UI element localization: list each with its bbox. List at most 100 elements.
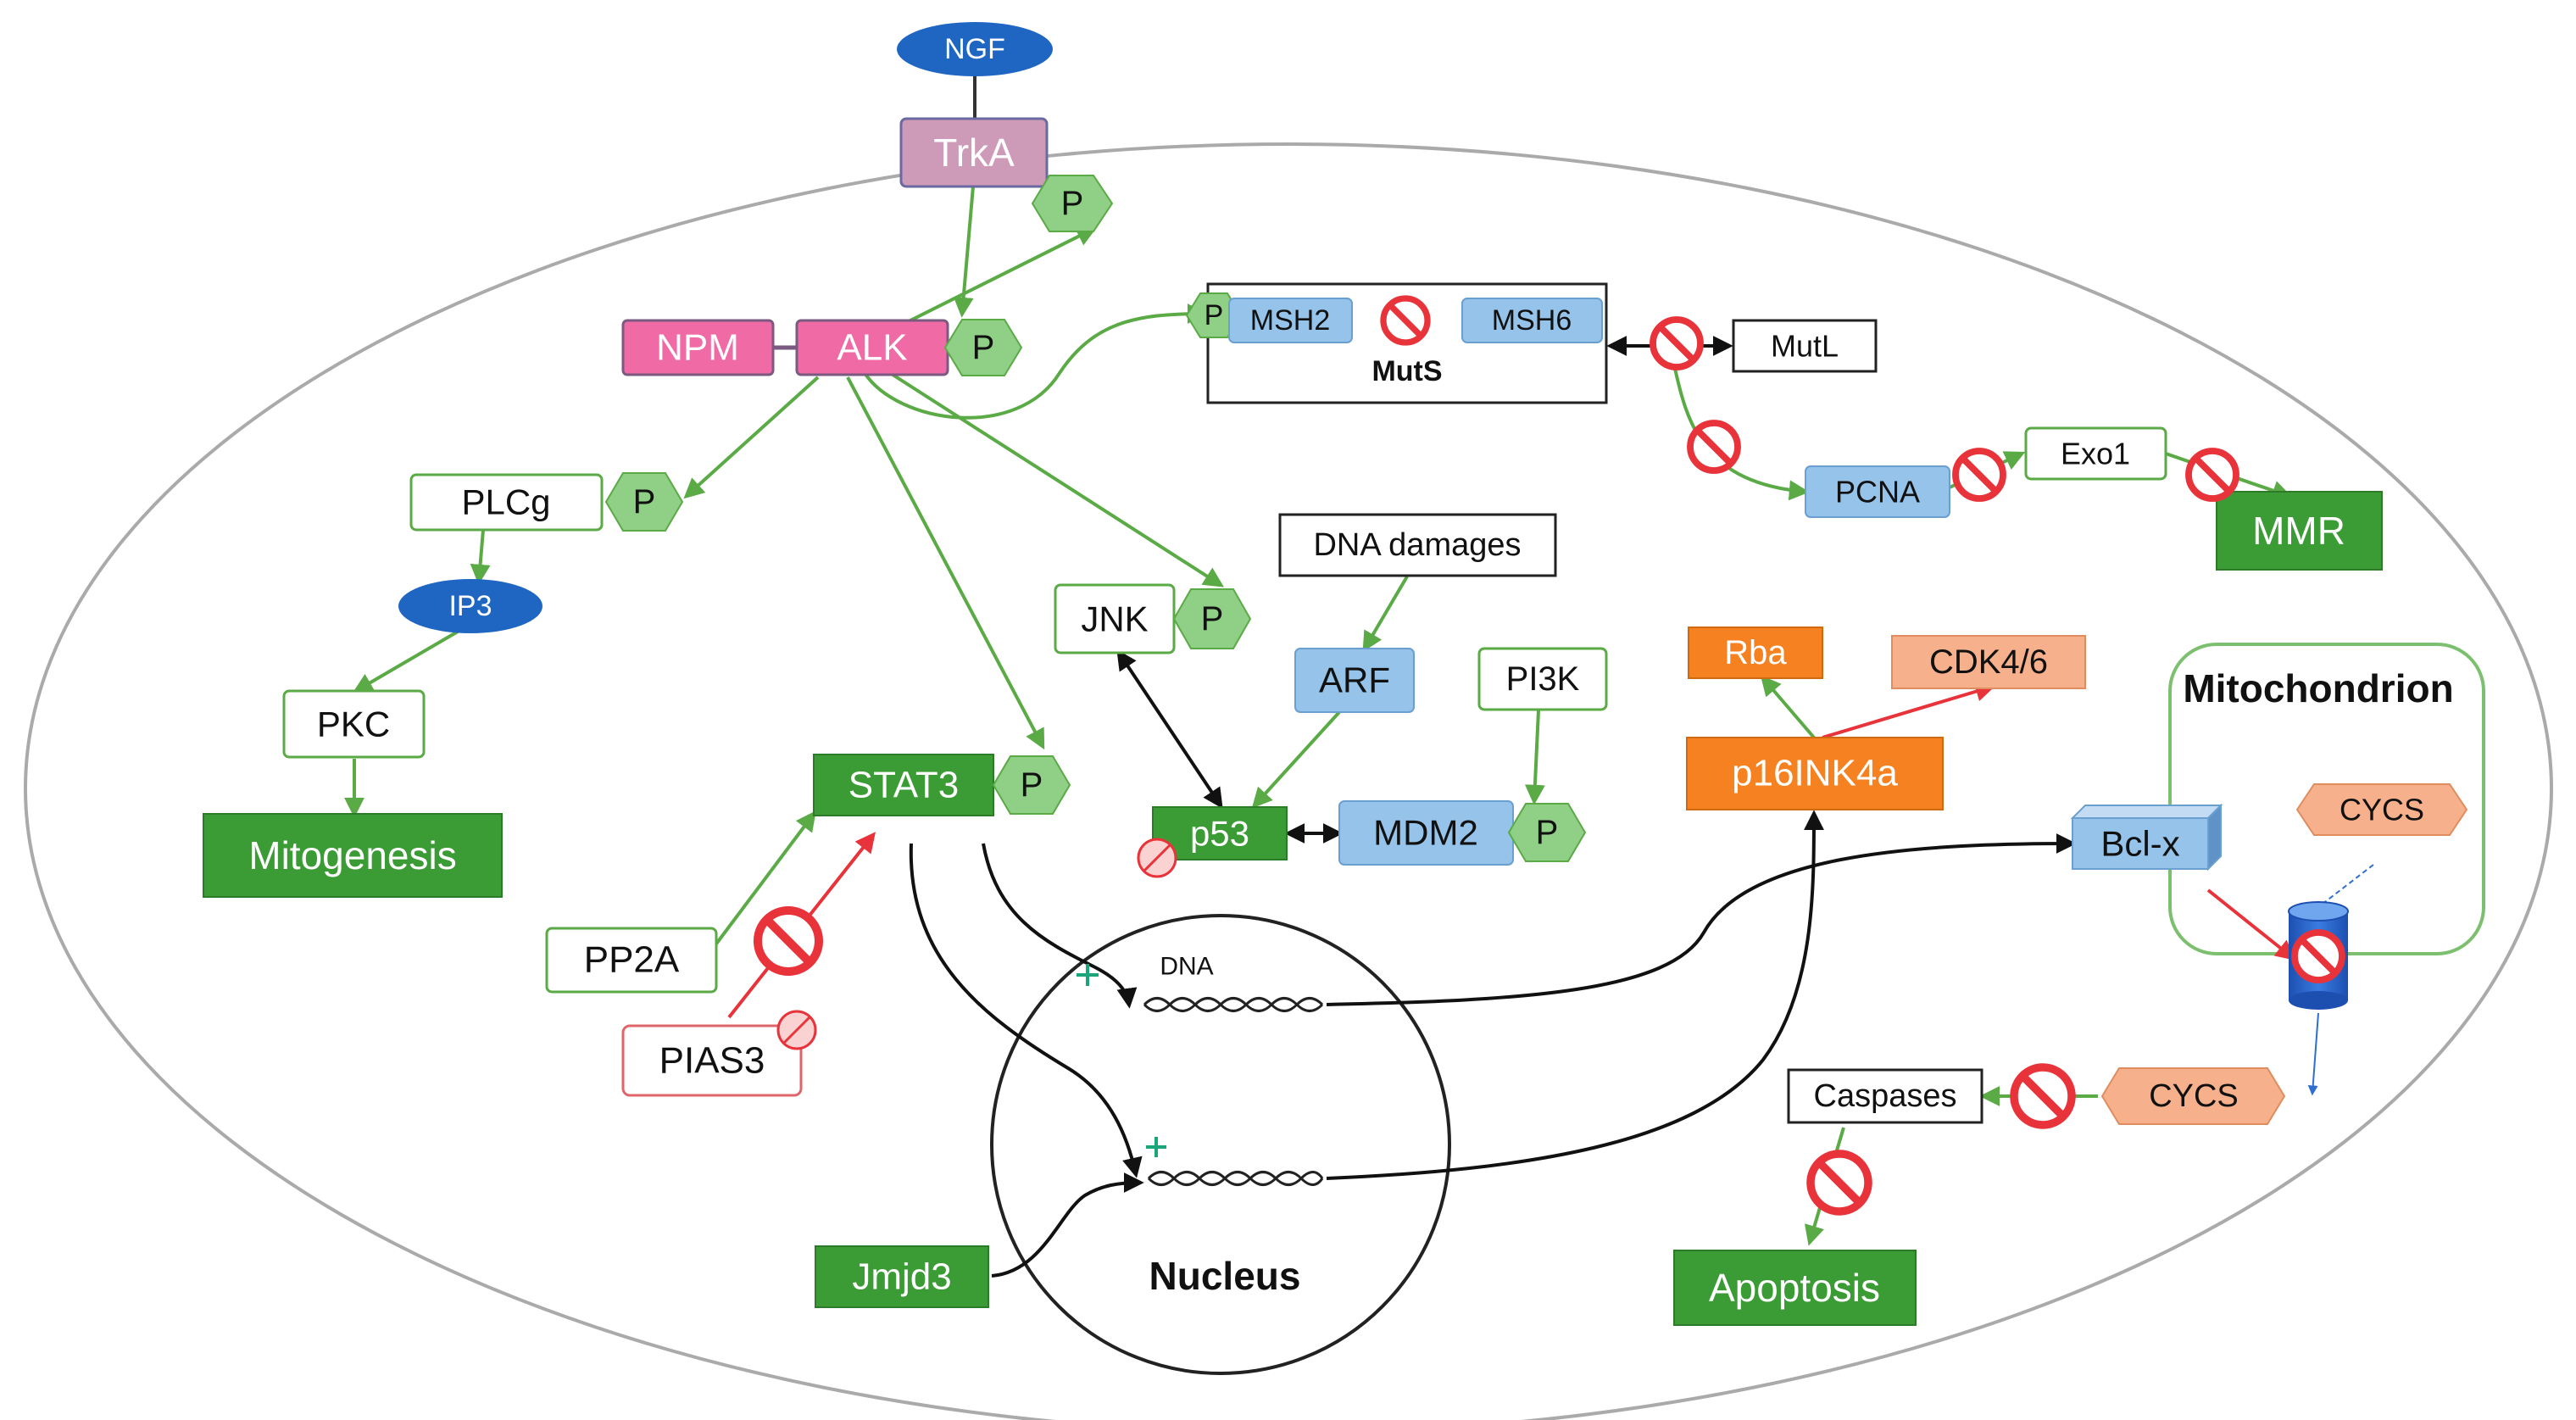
mitogenesis-node: Mitogenesis — [203, 813, 503, 898]
cdk46-label: CDK4/6 — [1929, 643, 2048, 681]
trka-phospho: P — [1031, 175, 1114, 232]
edge-alk-jnkp — [888, 371, 1225, 587]
trka-label: TrkA — [933, 131, 1015, 175]
pias3-node: PIAS3 — [621, 1024, 803, 1097]
jmjd3-node: Jmjd3 — [815, 1245, 989, 1308]
edge-p16-rba — [1760, 675, 1816, 739]
edge-ip3-pkc — [352, 630, 459, 693]
edge-dna-p16 — [1326, 810, 1824, 1180]
edge-channel-cycs — [2307, 1012, 2319, 1096]
jnk-node: JNK — [1054, 583, 1176, 654]
p53-label: p53 — [1190, 814, 1249, 854]
ngf-node: NGF — [897, 22, 1053, 76]
edge-bclx-channel — [2206, 888, 2296, 961]
edge-alk-plcgp — [683, 376, 820, 499]
p16-node: p16INK4a — [1686, 737, 1944, 810]
dna-plus-upper-icon — [1077, 964, 1099, 986]
arf-node: ARF — [1294, 648, 1415, 713]
mmr-label: MMR — [2252, 509, 2345, 553]
edge-alk-stat3p — [846, 376, 1045, 750]
pi3k-label: PI3K — [1506, 660, 1580, 698]
mdm2-node: MDM2 — [1338, 800, 1514, 866]
mutl-label: MutL — [1771, 329, 1839, 364]
mitochondrion-label: Mitochondrion — [2183, 666, 2453, 710]
plcg-phospho: P — [604, 472, 684, 532]
svg-text:P: P — [972, 329, 995, 366]
mdm2-phospho: P — [1507, 803, 1587, 862]
svg-text:P: P — [1205, 299, 1224, 331]
stat3-label: STAT3 — [848, 765, 959, 806]
mmr-node: MMR — [2216, 491, 2383, 571]
inhibit-pcna-exo1-icon — [1952, 448, 2006, 502]
bclx-node: Bcl-x — [2070, 803, 2223, 871]
caspases-node: Caspases — [1787, 1068, 1983, 1124]
exo1-label: Exo1 — [2061, 437, 2130, 471]
edge-jnk-p53 — [1116, 649, 1223, 809]
alk-phospho: P — [943, 319, 1023, 376]
svg-text:P: P — [1021, 766, 1043, 804]
edge-plcg-ip3 — [470, 529, 491, 585]
pias3-inhibit-mark — [776, 1010, 817, 1050]
cycs-label: CYCS — [2149, 1078, 2239, 1114]
msh6-label: MSH6 — [1492, 304, 1572, 337]
trka-node: TrkA — [899, 117, 1049, 188]
edge-cycs-channel — [2317, 864, 2374, 908]
inhibit-msh2-msh6-icon — [1380, 295, 1431, 346]
nucleus-boundary — [990, 914, 1451, 1375]
inhibit-muts-mutl-icon — [1650, 316, 1704, 370]
jnk-label: JNK — [1081, 599, 1148, 639]
pp2a-node: PP2A — [545, 927, 718, 994]
apoptosis-label: Apoptosis — [1709, 1266, 1880, 1310]
inhibit-exo1-mmr-icon — [2185, 448, 2239, 502]
jmjd3-label: Jmjd3 — [852, 1256, 951, 1298]
dna-label: DNA — [1160, 953, 1213, 981]
alk-label: ALK — [837, 327, 907, 369]
cdk46-node: CDK4/6 — [1891, 635, 2086, 689]
inhibit-caspases-apoptosis-icon — [1806, 1150, 1872, 1216]
cycs-mito-node: CYCS — [2295, 783, 2468, 836]
ngf-label: NGF — [944, 33, 1005, 65]
edge-stat3-dna-lower — [909, 843, 1143, 1178]
stat3-node: STAT3 — [813, 754, 994, 816]
ip3-label: IP3 — [448, 590, 492, 622]
edge-muts-pcna — [1672, 364, 1810, 501]
p53-inhibit-mark — [1137, 838, 1177, 878]
pi3k-node: PI3K — [1477, 647, 1608, 711]
arf-label: ARF — [1319, 660, 1390, 700]
plcg-node: PLCg — [409, 473, 604, 532]
edge-dnadamage-arf — [1362, 575, 1409, 653]
npm-label: NPM — [656, 327, 739, 369]
inhibit-channel-icon — [2291, 929, 2345, 983]
jnk-phospho: P — [1172, 588, 1252, 649]
edge-jmjd3-dna — [991, 1172, 1144, 1278]
dna-damages-node: DNA damages — [1278, 513, 1557, 577]
rba-node: Rba — [1688, 626, 1823, 679]
cell-membrane — [24, 142, 2553, 1420]
svg-text:P: P — [1061, 185, 1084, 222]
p16-label: p16INK4a — [1732, 753, 1898, 794]
caspases-label: Caspases — [1814, 1078, 1957, 1114]
dna-strand-upper — [1143, 997, 1324, 1012]
pkc-label: PKC — [317, 704, 390, 744]
apoptosis-node: Apoptosis — [1673, 1250, 1917, 1326]
edge-stat3-dna-upper — [982, 843, 1138, 1009]
pcna-label: PCNA — [1835, 475, 1920, 510]
inhibit-pias3-stat3-icon — [753, 905, 824, 977]
nucleus-label: Nucleus — [1149, 1254, 1301, 1298]
alk-node: ALK — [795, 319, 949, 376]
edge-dna-bclx — [1326, 833, 2077, 1006]
edge-alk-msh2p — [863, 303, 1208, 420]
exo1-node: Exo1 — [2024, 426, 2167, 481]
dna-strand-lower — [1147, 1171, 1324, 1186]
msh2-label: MSH2 — [1250, 304, 1330, 337]
edge-p16-cdk46 — [1822, 682, 1996, 739]
msh2-node: MSH2 — [1228, 298, 1353, 343]
stat3-phospho: P — [992, 755, 1071, 815]
plcg-label: PLCg — [461, 482, 550, 522]
edge-pp2a-stat3 — [710, 810, 816, 951]
edge-alk-trkap — [906, 226, 1098, 324]
pp2a-label: PP2A — [584, 939, 680, 981]
rba-label: Rba — [1724, 634, 1787, 671]
pcna-node: PCNA — [1805, 465, 1950, 518]
